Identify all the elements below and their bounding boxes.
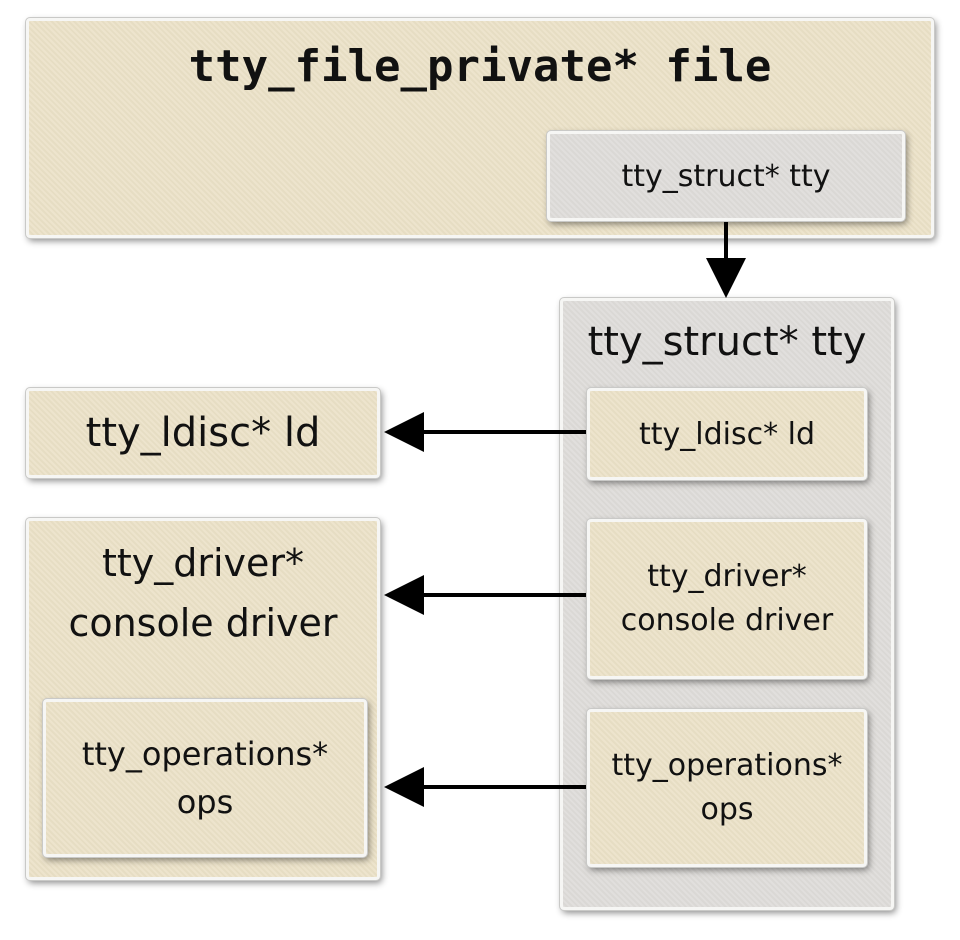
tty-ops-field-line2: ops: [700, 792, 754, 827]
tty-ldisc-field-label: tty_ldisc* ld: [638, 416, 816, 452]
file-struct-box: tty_file_private* file tty_struct* tty: [26, 18, 934, 238]
tty-driver-field-line2: console driver: [620, 603, 834, 638]
tty-struct-box: tty_struct* tty tty_ldisc* ld tty_driver…: [560, 298, 894, 910]
driver-ops-field: tty_operations* ops: [43, 699, 367, 857]
driver-struct-title-line2: console driver: [68, 601, 338, 645]
file-struct-title: tty_file_private* file: [188, 41, 772, 92]
driver-ops-field-line2: ops: [176, 783, 234, 821]
ldisc-struct-box: tty_ldisc* ld: [26, 388, 380, 478]
tty-struct-title: tty_struct* tty: [587, 319, 867, 365]
driver-ops-field-line1: tty_operations*: [81, 735, 329, 773]
tty-ops-field: tty_operations* ops: [587, 709, 867, 867]
driver-struct-title-line1: tty_driver*: [101, 541, 305, 585]
file-tty-field: tty_struct* tty: [547, 131, 905, 221]
ldisc-struct-title: tty_ldisc* ld: [85, 410, 321, 456]
file-tty-field-label: tty_struct* tty: [621, 158, 831, 194]
driver-struct-box: tty_driver* console driver tty_operation…: [26, 518, 380, 880]
tty-ldisc-field: tty_ldisc* ld: [587, 388, 867, 480]
tty-ops-field-line1: tty_operations*: [611, 748, 843, 783]
tty-driver-field: tty_driver* console driver: [587, 519, 867, 679]
tty-driver-field-line1: tty_driver*: [647, 559, 807, 594]
